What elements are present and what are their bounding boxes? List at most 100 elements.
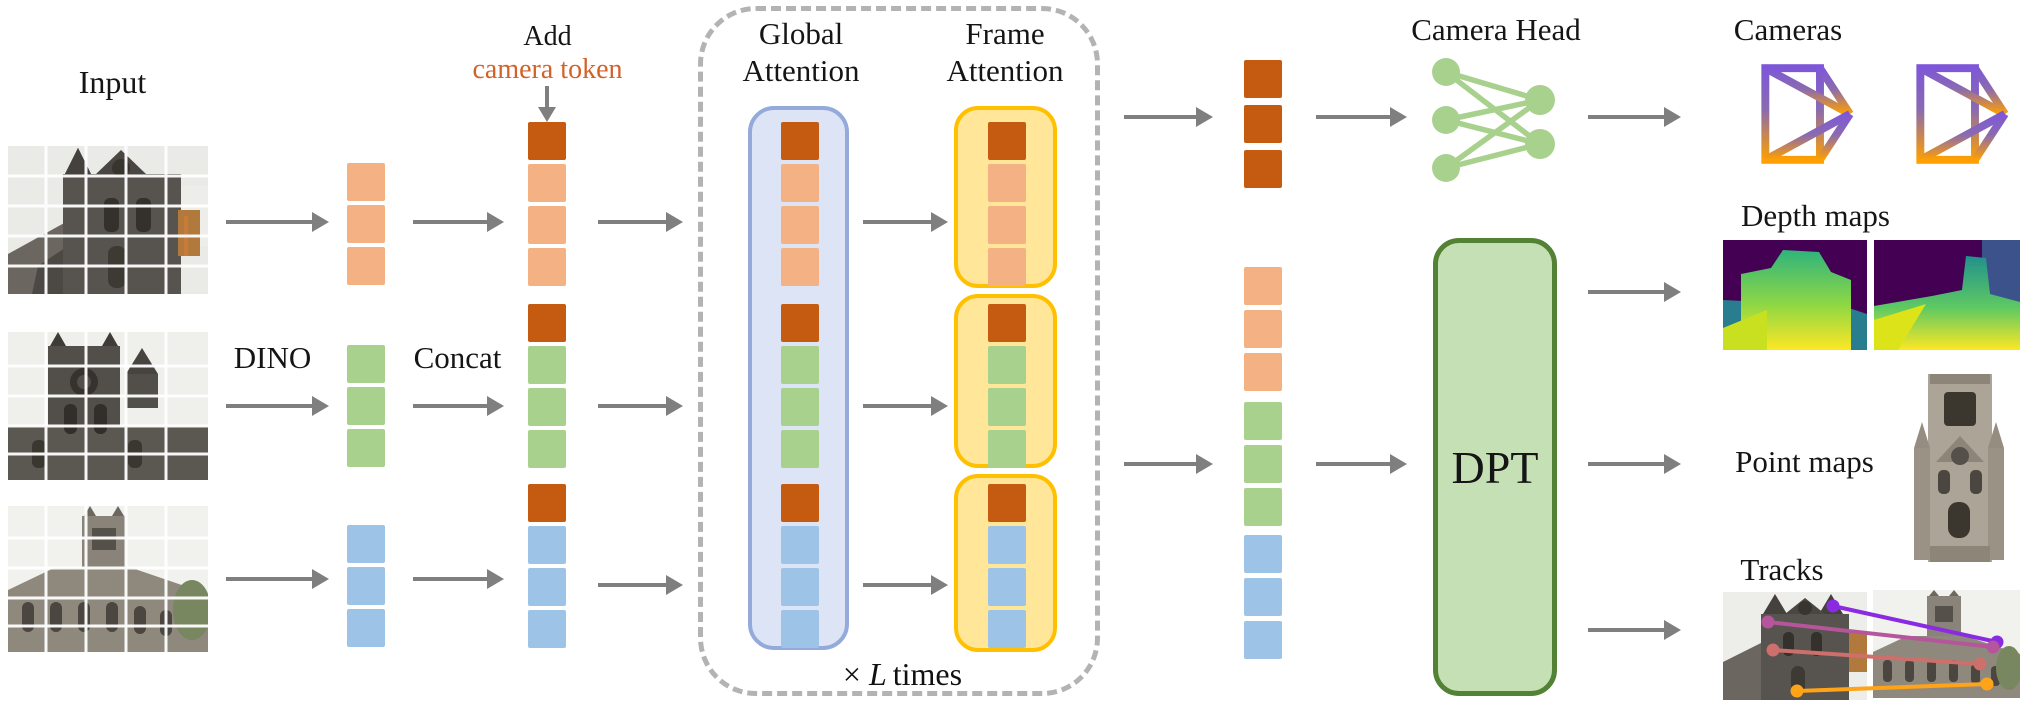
flow-arrow — [598, 220, 668, 224]
patch-token — [988, 526, 1026, 564]
depth-map-1-graphic — [1723, 240, 1867, 350]
patch-token — [988, 388, 1026, 426]
patch-token — [528, 206, 566, 244]
patch-token — [781, 388, 819, 426]
flow-arrow — [1316, 115, 1392, 119]
flow-arrow — [413, 404, 489, 408]
transformer-block-outline — [698, 6, 1100, 696]
track-point — [1766, 643, 1780, 657]
patch-token — [988, 206, 1026, 244]
input-image-3-graphic — [8, 506, 208, 652]
camera-token — [1244, 60, 1282, 98]
camera-token — [781, 122, 819, 160]
dino-tokens-frame2 — [347, 345, 385, 467]
input-label: Input — [78, 64, 147, 100]
patch-token — [988, 248, 1026, 286]
loop-prefix: × — [842, 656, 861, 692]
patch-token — [781, 346, 819, 384]
patch-token — [988, 430, 1026, 468]
input-image-2 — [8, 332, 208, 480]
dpt-label: DPT — [1451, 441, 1539, 493]
flow-arrow — [226, 577, 314, 581]
track-point — [1980, 677, 1994, 691]
concat-tokens-frame1 — [528, 122, 566, 286]
point-maps-label: Point maps — [1735, 444, 1874, 479]
flow-arrow — [413, 220, 489, 224]
patch-token — [347, 567, 385, 605]
patch-token — [528, 610, 566, 648]
patch-token — [781, 206, 819, 244]
track-point — [1973, 657, 1987, 671]
output-patch-tokens-frame1 — [1244, 267, 1282, 391]
patch-token — [1244, 353, 1282, 391]
global-tokens-frame1 — [781, 122, 819, 286]
point-map-graphic — [1914, 374, 2004, 562]
flow-arrow — [1588, 290, 1666, 294]
camera-token — [1244, 105, 1282, 143]
camera-frustum-2 — [1908, 56, 2012, 172]
dino-label: DINO — [233, 340, 312, 375]
output-patch-tokens-frame3 — [1244, 535, 1282, 659]
camera-head-mlp — [1430, 56, 1560, 188]
camera-head-label: Camera Head — [1411, 12, 1581, 47]
global-tokens-frame3 — [781, 484, 819, 648]
patch-token — [347, 525, 385, 563]
patch-token — [781, 248, 819, 286]
flow-arrow — [1124, 115, 1198, 119]
track-line — [1767, 620, 1994, 649]
patch-token — [1244, 535, 1282, 573]
track-line — [1832, 604, 1998, 644]
patch-token — [1244, 488, 1282, 526]
camera-token — [988, 304, 1026, 342]
flow-arrow — [1316, 462, 1392, 466]
input-image-1 — [8, 146, 208, 294]
patch-token — [528, 568, 566, 606]
camera-token — [781, 304, 819, 342]
patch-token — [781, 610, 819, 648]
patch-token — [1244, 267, 1282, 305]
patch-token — [528, 388, 566, 426]
flow-arrow — [413, 577, 489, 581]
cameras-label: Cameras — [1733, 12, 1843, 47]
depth-map-1 — [1723, 240, 1867, 350]
input-image-1-graphic — [8, 146, 208, 294]
patch-token — [781, 568, 819, 606]
patch-token — [988, 164, 1026, 202]
track-point — [1790, 684, 1804, 698]
camera-token — [528, 304, 566, 342]
flow-arrow — [1588, 115, 1666, 119]
input-image-3 — [8, 506, 208, 652]
patch-token — [347, 429, 385, 467]
patch-token — [781, 164, 819, 202]
camera-frustum-icon — [1916, 64, 2009, 164]
flow-arrow — [598, 583, 668, 587]
flow-arrow — [863, 583, 933, 587]
input-image-2-graphic — [8, 332, 208, 480]
track-point — [1986, 640, 2000, 654]
flow-arrow — [863, 404, 933, 408]
flow-arrow — [1124, 462, 1198, 466]
patch-token — [1244, 621, 1282, 659]
depth-map-2-graphic — [1874, 240, 2020, 350]
patch-token — [988, 568, 1026, 606]
camera-token — [988, 122, 1026, 160]
add-camera-token-arrow — [545, 86, 549, 108]
track-line — [1772, 648, 1981, 666]
track-point — [1761, 615, 1775, 629]
camera-frustum-icon — [1761, 64, 1854, 164]
patch-token — [528, 248, 566, 286]
patch-token — [528, 430, 566, 468]
patch-token — [988, 610, 1026, 648]
global-tokens-frame2 — [781, 304, 819, 468]
patch-token — [1244, 445, 1282, 483]
frame-attention-label: Frame Attention — [946, 16, 1064, 88]
track-line — [1796, 682, 1988, 693]
camera-token-label: camera token — [472, 54, 623, 86]
add-label: Add — [523, 21, 572, 52]
patch-token — [528, 526, 566, 564]
flow-arrow — [598, 404, 668, 408]
track-lines-overlay — [1761, 599, 2004, 698]
patch-token — [347, 247, 385, 285]
